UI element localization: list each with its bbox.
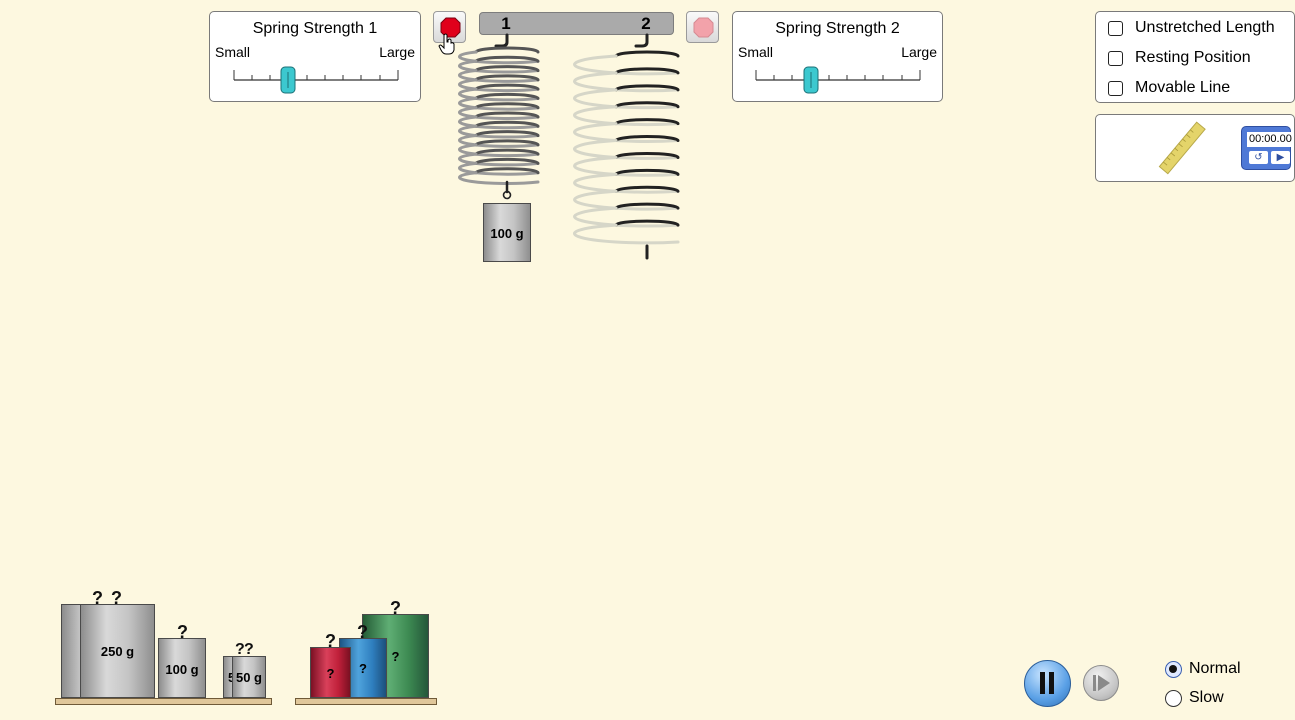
spring-1-label: 1 [501, 14, 511, 33]
mass-100g[interactable]: 100 g [158, 638, 206, 698]
mystery-mass-blue-hook: ? [357, 622, 368, 642]
hanging-mass-100g[interactable]: 100 g [483, 203, 531, 262]
spring-strength-2-title: Spring Strength 2 [775, 20, 900, 37]
pause-button[interactable] [1024, 660, 1071, 707]
ruler-icon[interactable] [1154, 121, 1210, 177]
options-panel: Unstretched Length Resting Position Mova… [1095, 11, 1295, 103]
mass-shelf-right [295, 698, 437, 705]
speed-slow-radio[interactable] [1165, 689, 1182, 707]
mass-50g-b-hook: ? [244, 641, 254, 658]
spring-strength-2-panel: Spring Strength 2 Small Large [732, 11, 943, 102]
movable-line-checkbox[interactable] [1108, 80, 1123, 96]
mass-100g-hook: ? [177, 622, 188, 642]
stop-spring-2-button[interactable] [686, 11, 719, 43]
stopwatch-readout: 00:00.00 [1247, 132, 1292, 147]
resting-position-label: Resting Position [1135, 49, 1251, 66]
stop-icon [693, 17, 714, 38]
mass-shelf-left [55, 698, 272, 705]
step-icon [1093, 675, 1110, 691]
unstretched-length-label: Unstretched Length [1135, 19, 1275, 36]
spring-strength-2-min-label: Small [738, 44, 774, 60]
mystery-mass-red[interactable]: ? [310, 647, 351, 698]
stop-icon [440, 17, 461, 38]
mystery-mass-green-label: ? [391, 649, 400, 664]
play-icon: ▶ [1271, 151, 1290, 164]
step-button[interactable] [1083, 665, 1119, 701]
hand-cursor-icon [438, 33, 455, 55]
speed-slow-option[interactable]: Slow [1165, 687, 1224, 709]
spring-strength-2-max-label: Large [901, 44, 937, 60]
spring-strength-2-slider[interactable] [733, 62, 944, 102]
mass-250g-back-hook: ? [92, 588, 103, 608]
mass-250g[interactable]: 250 g [80, 604, 155, 698]
spring-strength-1-panel: Spring Strength 1 Small Large [209, 11, 421, 102]
toolbox-panel: 00:00.00 ↺ ▶ [1095, 114, 1295, 182]
spring-1[interactable] [458, 33, 540, 200]
speed-normal-radio[interactable] [1165, 660, 1182, 678]
mass-100g-label: 100 g [165, 662, 199, 677]
reset-icon: ↺ [1249, 151, 1268, 164]
mass-50g-b[interactable]: 50 g [232, 656, 266, 698]
speed-slow-label: Slow [1189, 689, 1224, 706]
stop-spring-1-button[interactable] [433, 11, 466, 43]
speed-normal-label: Normal [1189, 660, 1241, 677]
resting-position-option[interactable]: Resting Position [1108, 46, 1251, 70]
mass-50g-b-label: 50 g [235, 670, 262, 685]
mystery-mass-red-hook: ? [325, 631, 336, 651]
unstretched-length-option[interactable]: Unstretched Length [1108, 16, 1275, 40]
stopwatch-tool[interactable]: 00:00.00 ↺ ▶ [1241, 126, 1292, 170]
spring-strength-1-max-label: Large [379, 44, 415, 60]
spring-strength-1-min-label: Small [215, 44, 251, 60]
spring-2[interactable] [573, 33, 680, 260]
movable-line-label: Movable Line [1135, 79, 1231, 96]
spring-strength-1-slider[interactable] [210, 62, 422, 102]
mass-50g-a-hook: ? [235, 641, 245, 658]
mystery-mass-blue-label: ? [359, 661, 367, 676]
spring-2-label: 2 [641, 14, 651, 33]
mass-250g-label: 250 g [100, 644, 135, 659]
movable-line-option[interactable]: Movable Line [1108, 76, 1230, 100]
unstretched-length-checkbox[interactable] [1108, 20, 1123, 36]
spring-hanger-bar [479, 12, 674, 35]
pause-icon [1040, 672, 1054, 694]
speed-normal-option[interactable]: Normal [1165, 658, 1241, 680]
mystery-mass-green-hook: ? [390, 598, 401, 618]
hanging-mass-label: 100 g [490, 226, 524, 241]
spring-strength-1-title: Spring Strength 1 [252, 20, 378, 37]
mystery-mass-red-label: ? [326, 666, 335, 681]
mass-250g-hook: ? [111, 588, 122, 608]
springs-area [458, 33, 680, 260]
resting-position-checkbox[interactable] [1108, 50, 1123, 66]
